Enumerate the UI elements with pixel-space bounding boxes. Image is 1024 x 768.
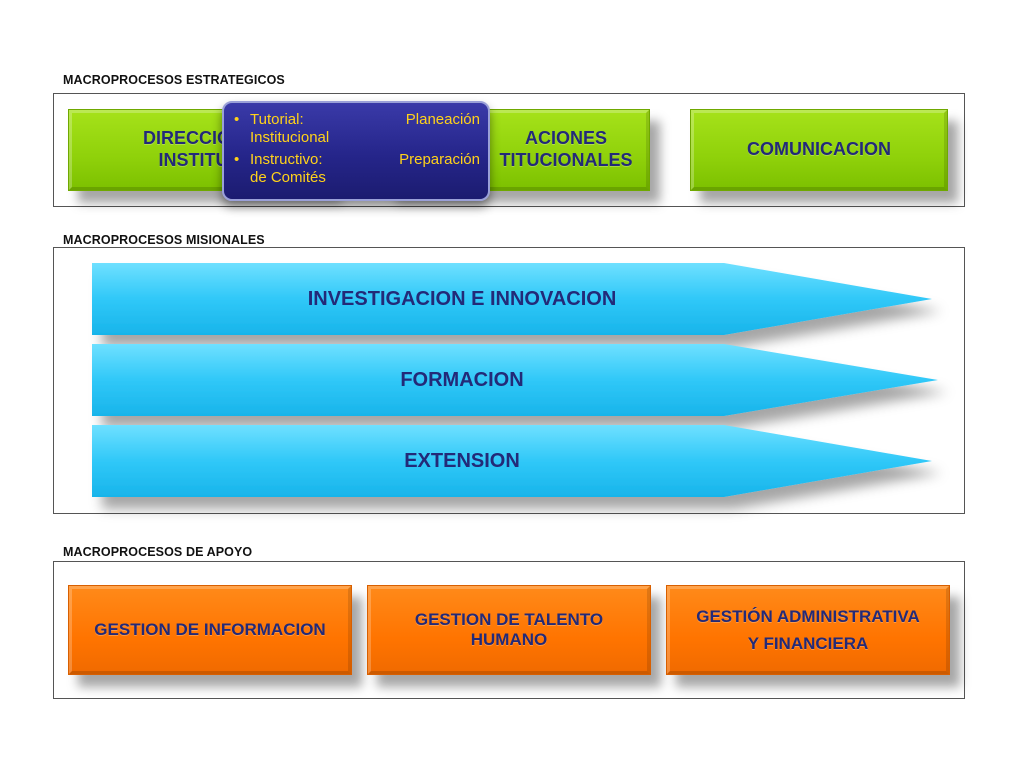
arrow-formacion[interactable]: FORMACION [92,344,940,416]
box-line: TITUCIONALES [499,150,633,170]
tooltip-text: Tutorial: [250,111,304,128]
box-label: GESTION DE INFORMACION [94,619,326,639]
section-label-estrategicos: MACROPROCESOS ESTRATEGICOS [63,73,285,87]
box-line: GESTION DE TALENTO [414,609,604,629]
tooltip-text: Institucional [250,129,330,146]
arrow-extension[interactable]: EXTENSION [92,425,934,497]
tooltip-popup: Tutorial: Planeación Institucional Instru… [222,101,490,201]
box-line: Y FINANCIERA [747,634,869,653]
arrow-label: INVESTIGACION E INNOVACION [307,287,617,310]
arrow-label: EXTENSION [404,449,520,472]
tooltip-item[interactable]: Tutorial: Planeación Institucional [234,111,480,147]
tooltip-text: Preparación [399,151,480,168]
box-line: ACIONES [524,128,607,149]
box-line: HUMANO [470,630,548,649]
tooltip-text: de Comités [250,169,326,186]
tooltip-item[interactable]: Instructivo: Preparación de Comités [234,151,480,187]
gestion-informacion-box[interactable]: GESTION DE INFORMACION [68,585,352,675]
arrow-label: FORMACION [400,368,524,391]
comunicacion-box[interactable]: COMUNICACION [690,109,948,191]
section-label-misionales: MACROPROCESOS MISIONALES [63,233,265,247]
box-line: GESTIÓN ADMINISTRATIVA [696,606,920,626]
box-line: INSTITUC [158,150,242,170]
gestion-administrativa-financiera-box[interactable]: GESTIÓN ADMINISTRATIVA Y FINANCIERA [666,585,950,675]
tooltip-text: Planeación [405,111,480,128]
tooltip-text: Instructivo: [250,151,323,168]
arrow-investigacion[interactable]: INVESTIGACION E INNOVACION [92,263,934,335]
box-label: COMUNICACION [747,139,891,160]
section-label-apoyo: MACROPROCESOS DE APOYO [63,545,253,559]
